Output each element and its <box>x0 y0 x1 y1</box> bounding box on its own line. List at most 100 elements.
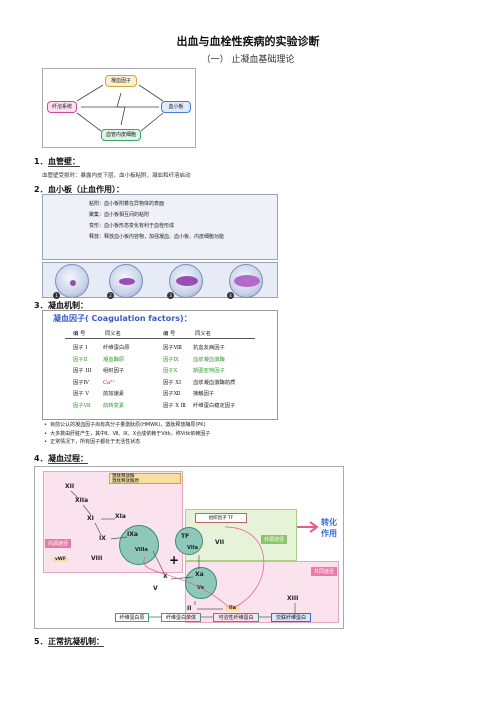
factor-xia: XIa <box>115 513 126 520</box>
section-2-heading: 2．血小板（止血作用）： <box>34 185 124 195</box>
bullet-2: • 大多数由肝脏产生，其中Ⅱ、Ⅶ、Ⅸ、X合成依赖于Vitk，称Vitk依赖因子 <box>44 430 211 437</box>
factor-x: X <box>163 573 168 580</box>
section-3-heading: 3．凝血机制： <box>34 301 88 311</box>
node-fibrinolysis: 纤溶系统 <box>47 101 77 113</box>
factor-vii: VII <box>215 539 225 546</box>
platelet-stage-4-image: 4 <box>227 264 263 299</box>
vessel-note: 血管壁受损时：暴露内皮下层，血小板粘附，凝血和纤溶启动 <box>42 173 191 179</box>
factor-xiia: XIIa <box>75 497 89 504</box>
node-endothelium: 血管内皮细胞 <box>101 129 141 141</box>
node-platelets: 血小板 <box>161 101 191 113</box>
ixa-complex-circle <box>119 525 159 565</box>
kallikrein-box: 激肽释放酶激肽释放酶原 <box>109 473 181 484</box>
coag-factor-row: 因子 V 前加速素 因子Ⅻ 接触因子 <box>65 389 265 401</box>
factor-ixa: IXa <box>127 531 138 538</box>
factor-number: 因子Ⅳ <box>73 379 89 386</box>
factor-viiia: VIIIa <box>135 547 148 553</box>
col-header-synonym-2: 同义名 <box>195 331 211 337</box>
factor-xii: XII <box>65 483 75 490</box>
platelet-function-box: 粘附：血小板附着在异物体的表面 聚集：血小板相互间的粘附 变形：血小板形态变化有… <box>42 194 278 260</box>
factor-synonym: 血浆凝血激酶前质 <box>193 379 236 386</box>
platelet-stage-3-image: 3 <box>167 264 203 299</box>
factor-number: 因子 V <box>73 391 90 397</box>
factor-iia: IIa <box>225 605 241 611</box>
factor-synonym: 组织因子 <box>103 368 125 374</box>
factor-number: 因子Ⅱ <box>73 356 88 363</box>
factor-v: V <box>153 585 158 592</box>
intrinsic-label: 内源途径 <box>45 539 72 548</box>
coag-factor-row: 因子 I 纤维蛋白原 因子Ⅷ 抗血友病因子 <box>65 343 265 355</box>
factor-number: 因子Ⅹ <box>163 368 178 374</box>
factor-viia: VIIa <box>187 545 198 551</box>
factor-synonym: 斯图亚特因子 <box>193 368 225 374</box>
transform-arrow-icon <box>297 521 319 533</box>
coag-factor-row: 因子 III 组织因子 因子Ⅹ 斯图亚特因子 <box>65 366 265 378</box>
coag-factor-table: 因子 I 纤维蛋白原 因子Ⅷ 抗血友病因子因子Ⅱ 凝血酶原 因子Ⅸ 血浆凝血激酶因子 III… <box>65 343 265 412</box>
common-label: 共同途径 <box>311 567 338 576</box>
cascade-arrows <box>70 490 296 618</box>
factor-number: 因子Ⅷ <box>163 345 182 351</box>
bullet-3: • 正常情况下，所有因子都处于无活性状态 <box>44 439 141 445</box>
factor-synonym: Ca²⁺ <box>103 379 116 386</box>
platelet-stages-strip: 1 2 3 4 <box>42 262 278 299</box>
factor-number: 因子Ⅻ <box>163 391 181 397</box>
factor-synonym: 凝血酶原 <box>103 356 125 363</box>
col-header-synonym-1: 同义名 <box>105 331 121 337</box>
factor-number: 因子 X Ⅲ <box>163 402 186 409</box>
coag-bullets: • 目前公认的凝血因子尚有高分子量激肽原(HMWK)，激肽释放酶原(PK) • … <box>44 421 210 447</box>
factor-viii: VIII <box>91 555 103 562</box>
factor-synonym: 前加速素 <box>103 391 125 397</box>
col-header-number-1: 编 号 <box>73 331 86 337</box>
factor-ii: II <box>187 605 192 612</box>
coag-factor-row: 因子Ⅳ Ca²⁺ 因子 XI 血浆凝血激酶前质 <box>65 378 265 390</box>
coag-factor-row: 因子Ⅶ 前转变素 因子 X Ⅲ 纤维蛋白稳定因子 <box>65 401 265 413</box>
factor-number: 因子 XI <box>163 379 182 386</box>
factor-number: 因子Ⅸ <box>163 356 179 363</box>
platelet-line-release: 释放：释放血小板内容物，加强凝血、血小板、内皮细胞功能 <box>89 234 225 240</box>
factor-synonym: 接触因子 <box>193 391 215 397</box>
coag-factor-row: 因子Ⅱ 凝血酶原 因子Ⅸ 血浆凝血激酶 <box>65 355 265 367</box>
platelet-stage-2-image: 2 <box>107 264 143 299</box>
coagulation-factors-box: 凝血因子( Coagulation factors)： 编 号 同义名 编 号 … <box>42 310 278 420</box>
factor-synonym: 血浆凝血激酶 <box>193 356 225 363</box>
factor-ix: IX <box>99 535 106 542</box>
hemostasis-overview-diagram: 凝血因子 纤溶系统 血小板 血管内皮细胞 <box>42 68 196 148</box>
factor-synonym: 抗血友病因子 <box>193 345 225 351</box>
tf-complex-circle <box>175 527 203 555</box>
factor-xi: XI <box>87 515 94 522</box>
factor-number: 因子 I <box>73 345 88 351</box>
section-4-heading: 4．凝血过程： <box>34 454 88 464</box>
plus-icon: + <box>169 553 180 567</box>
coagulation-cascade-diagram: 激肽释放酶激肽释放酶原 组织因子 TF 内源途径 外源途径 共同途径 转化作用 … <box>34 466 344 629</box>
factor-number: 因子Ⅶ <box>73 402 91 409</box>
factor-synonym: 纤维蛋白原 <box>103 345 130 351</box>
factor-xa: Xa <box>195 571 204 578</box>
tissue-factor-box: 组织因子 TF <box>195 513 247 523</box>
factor-tf: TF <box>181 533 190 540</box>
coag-factors-title: 凝血因子( Coagulation factors)： <box>53 314 192 323</box>
bullet-1: • 目前公认的凝血因子尚有高分子量激肽原(HMWK)，激肽释放酶原(PK) <box>44 422 206 428</box>
page-subtitle: （一） 止凝血基础理论 <box>201 55 295 65</box>
crosslinked-fibrin-box: 交联纤维蛋白 <box>271 613 311 622</box>
intrinsic-zone <box>43 471 183 573</box>
transform-label: 转化作用 <box>321 518 337 538</box>
platelet-line-aggregation: 聚集：血小板相互间的粘附 <box>89 212 150 218</box>
factor-synonym: 前转变素 <box>103 402 125 409</box>
section-5-heading: 5．正常抗凝机制： <box>34 637 104 647</box>
fibrin-monomer-box: 纤维蛋白单体 <box>161 613 201 622</box>
platelet-line-adhesion: 粘附：血小板附着在异物体的表面 <box>89 201 165 207</box>
section-1-heading: 1．血管壁： <box>34 157 80 167</box>
platelet-line-shape-change: 变形：血小板形态变化有利于血栓形成 <box>89 223 175 229</box>
factor-vwf: vWF <box>53 557 68 562</box>
col-header-number-2: 编 号 <box>163 331 176 337</box>
soluble-fibrin-box: 可溶性纤维蛋白 <box>213 613 259 622</box>
overview-arrows <box>76 84 164 132</box>
factor-synonym: 纤维蛋白稳定因子 <box>193 402 236 409</box>
platelet-stage-1-image: 1 <box>53 264 89 299</box>
node-coagulation-factors: 凝血因子 <box>105 75 137 87</box>
factor-number: 因子 III <box>73 368 92 374</box>
fibrinogen-box: 纤维蛋白原 <box>115 613 149 622</box>
factor-xiii: XIII <box>287 595 299 602</box>
page-title: 出血与血栓性疾病的实验诊断 <box>176 35 320 48</box>
extrinsic-label: 外源途径 <box>261 535 288 544</box>
